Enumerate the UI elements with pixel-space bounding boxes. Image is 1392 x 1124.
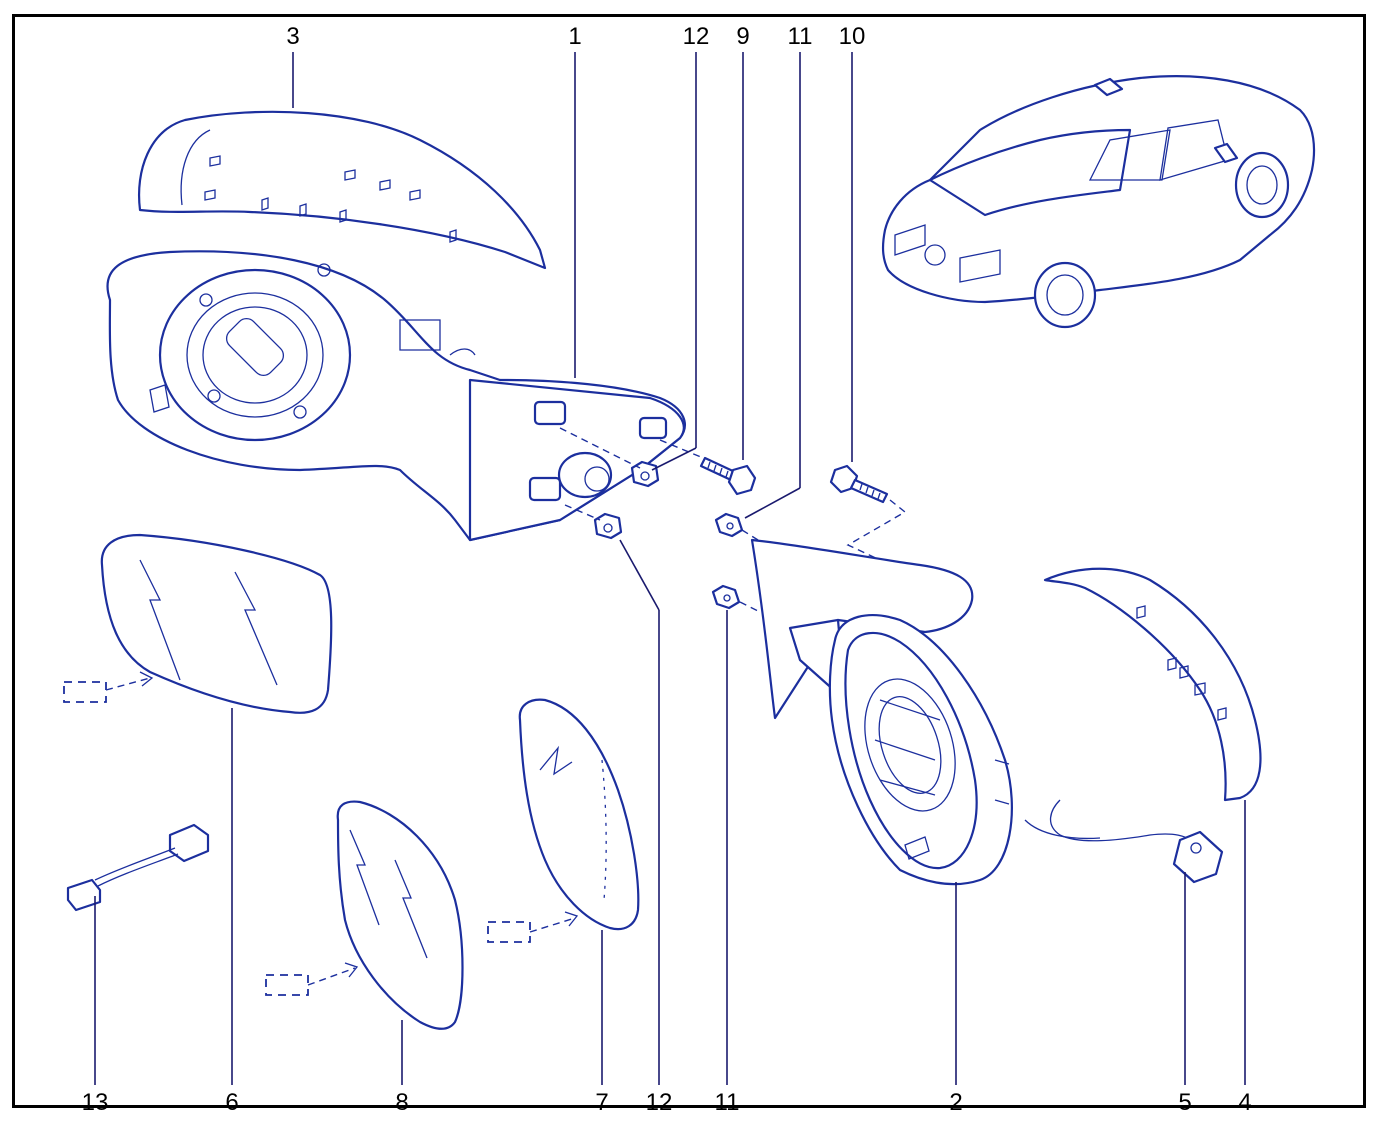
callout-11-bottom: 11 <box>715 1089 740 1116</box>
mirror-glass-7 <box>518 698 640 931</box>
callout-10: 10 <box>839 23 866 50</box>
callout-8: 8 <box>395 1089 408 1116</box>
right-mirror-cover <box>1043 567 1262 802</box>
wiring-harness-5 <box>1024 799 1224 884</box>
mirror-glass-8 <box>336 800 464 1030</box>
leader-12b <box>619 539 660 611</box>
callout-4: 4 <box>1238 1089 1251 1116</box>
right-mirror-housing <box>750 538 1013 886</box>
screw-10 <box>829 464 889 504</box>
callout-6: 6 <box>225 1089 238 1116</box>
callout-1: 1 <box>568 23 581 50</box>
adhesive-label-7 <box>487 921 531 943</box>
screw-9 <box>699 456 757 496</box>
callout-13: 13 <box>82 1089 109 1116</box>
adhesive-label-8 <box>265 974 309 996</box>
left-mirror-cover <box>138 110 547 270</box>
callout-11-top: 11 <box>788 23 813 50</box>
clip-11-lower <box>711 584 741 610</box>
left-mirror-housing <box>106 250 686 542</box>
mirror-motor <box>528 400 668 502</box>
adhesive-label-6 <box>63 681 107 703</box>
callout-12-top: 12 <box>683 23 710 50</box>
callout-12-bottom: 12 <box>646 1089 673 1116</box>
callout-7: 7 <box>595 1089 608 1116</box>
callout-9: 9 <box>736 23 749 50</box>
callout-3: 3 <box>286 23 299 50</box>
car-illustration <box>881 75 1316 329</box>
mirror-glass-6 <box>100 533 333 714</box>
clip-11-upper <box>714 512 744 538</box>
connector-cable-13 <box>66 823 210 912</box>
clip-nut-lower <box>593 512 623 540</box>
callout-5: 5 <box>1178 1089 1191 1116</box>
callout-2: 2 <box>949 1089 962 1116</box>
